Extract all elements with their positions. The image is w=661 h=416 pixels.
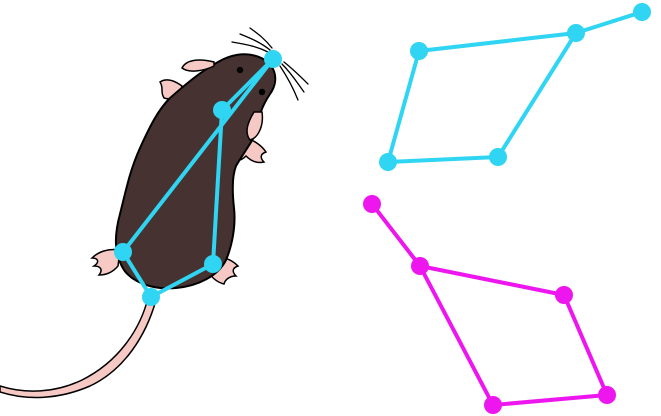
mouse-tail <box>0 297 157 399</box>
cyan-edge-5 <box>496 31 578 159</box>
keypoint-right-hip <box>204 255 222 273</box>
cyan-keypoint-5 <box>489 148 507 166</box>
magenta-edge-1 <box>370 202 422 268</box>
magenta-keypoint-1 <box>363 195 381 213</box>
magenta-edge-4 <box>491 393 609 407</box>
cyan-edge-3 <box>386 49 421 164</box>
magenta-keypoint-2 <box>411 257 429 275</box>
mouse-eye-right <box>258 88 266 96</box>
mouse-pose-skeleton <box>114 50 282 306</box>
magenta-keypoint-4 <box>598 386 616 404</box>
pose-skeleton-magenta <box>363 195 616 414</box>
magenta-edge-5 <box>418 264 495 407</box>
mouse-ear-left <box>181 59 215 72</box>
magenta-edge-3 <box>562 293 609 397</box>
mouse-eye-left <box>236 66 244 74</box>
skeleton-edge-nose-left-hip <box>121 57 275 254</box>
cyan-edge-2 <box>417 31 578 53</box>
keypoint-nose <box>264 50 282 68</box>
skeleton-edge-right-hip-tail <box>149 262 215 299</box>
keypoint-tail-base <box>142 288 160 306</box>
keypoint-head <box>213 101 231 119</box>
cyan-keypoint-1 <box>633 3 651 21</box>
mouse-ear-right <box>246 111 264 141</box>
cyan-edge-1 <box>574 10 644 35</box>
skeleton-edge-head-right-hip <box>211 108 224 266</box>
magenta-edge-2 <box>418 264 566 297</box>
cyan-keypoint-4 <box>379 153 397 171</box>
magenta-keypoint-3 <box>555 286 573 304</box>
pose-skeleton-cyan <box>379 3 651 171</box>
mouse-hind-paw-left <box>90 248 121 276</box>
magenta-keypoint-5 <box>484 396 502 414</box>
cyan-keypoint-2 <box>567 24 585 42</box>
cyan-keypoint-3 <box>410 42 428 60</box>
mouse-whiskers <box>231 27 309 101</box>
keypoint-left-hip <box>114 243 132 261</box>
cyan-edge-4 <box>386 155 500 164</box>
